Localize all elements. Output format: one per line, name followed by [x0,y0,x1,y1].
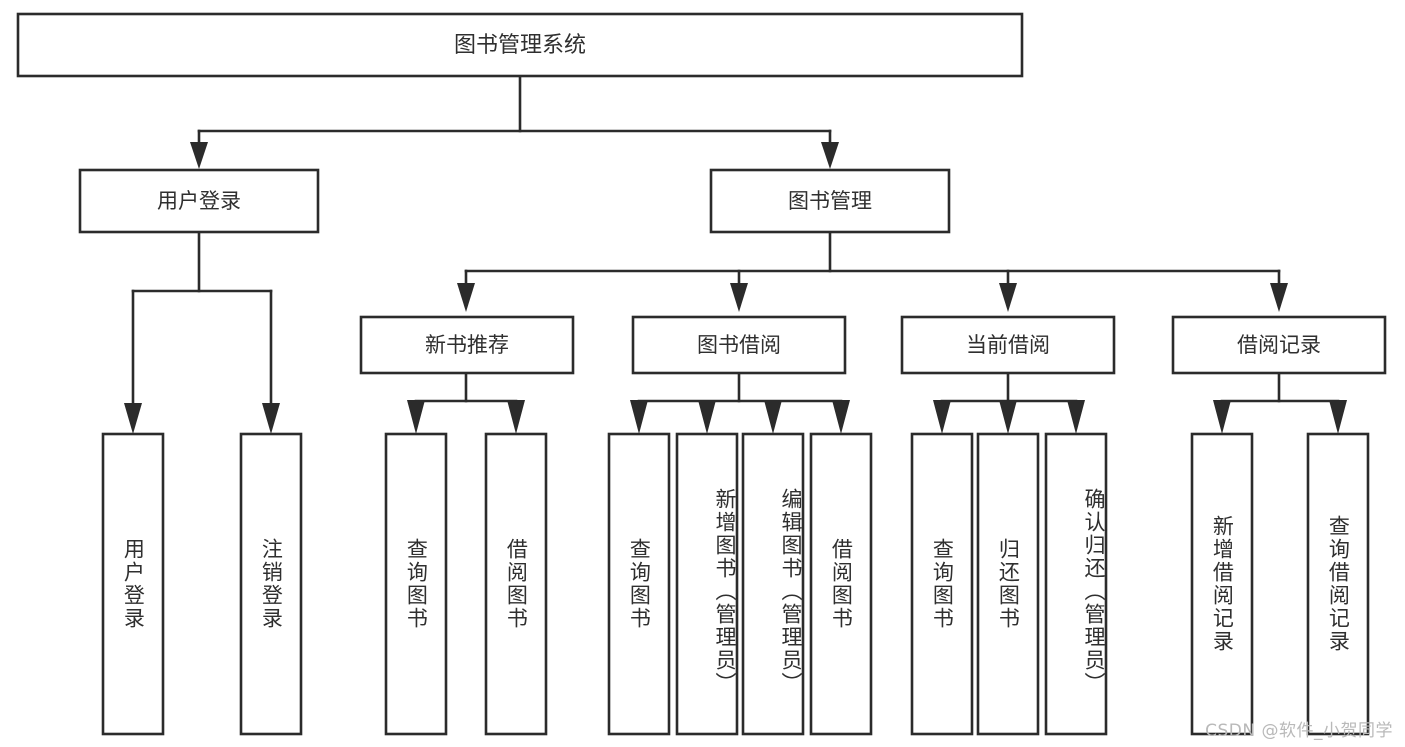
leaf-label-cb-3: 确认归还（管理员） [1082,487,1106,695]
node-borrow-record[interactable]: 借阅记录 [1171,315,1387,375]
node-current-borrow-label: 当前借阅 [966,333,1050,357]
node-new-book-recommend[interactable]: 新书推荐 [359,315,575,375]
leaf-box-bb-4[interactable] [809,432,873,736]
node-new-book-recommend-box[interactable] [359,315,575,375]
connector-group-borrow-record [1213,371,1347,434]
node-book-borrow-box[interactable] [631,315,847,375]
arrowhead-borrow-record [1270,283,1288,312]
arrowhead-leaf-user-login-2 [262,403,280,434]
leaf-label-user-login-2: 注销登录 [259,538,284,630]
arrowhead-leaf-bb-4 [832,400,850,434]
arrowhead-book-borrow [730,283,748,312]
leaf-label-bb-2: 新增图书（管理员） [713,487,737,695]
arrowhead-book-mgmt [821,142,839,169]
node-book-management-label: 图书管理 [788,189,872,213]
node-new-book-recommend-label: 新书推荐 [425,333,509,357]
leaf-boxes-borrow-record [1190,432,1370,736]
leaf-box-cb-1[interactable] [910,432,974,736]
arrowhead-leaf-br-1 [1213,400,1231,434]
leaf-box-br-2[interactable] [1306,432,1370,736]
leaf-label-br-2: 查询借阅记录 [1326,515,1351,653]
leaf-box-bb-3[interactable] [741,432,805,736]
node-borrow-record-box[interactable] [1171,315,1387,375]
node-book-borrow[interactable]: 图书借阅 [631,315,847,375]
arrowhead-leaf-br-2 [1329,400,1347,434]
arrowhead-leaf-cb-2 [999,400,1017,434]
arrowhead-leaf-nbr-1 [407,400,425,434]
leaf-box-br-1[interactable] [1190,432,1254,736]
arrowhead-current-borrow [999,283,1017,312]
arrowhead-user-login [190,142,208,169]
node-root-box[interactable] [16,12,1024,78]
watermark-text: CSDN @软件_小贺同学 [1205,721,1393,741]
node-root[interactable]: 图书管理系统 [16,12,1024,78]
leaf-label-cb-1: 查询图书 [930,538,955,630]
connector-group-user-login [124,231,280,434]
leaf-label-cb-2: 归还图书 [996,538,1021,630]
arrowhead-leaf-cb-3 [1067,400,1085,434]
connector-group-book-mgmt [457,231,1288,312]
leaf-box-nbr-2[interactable] [484,432,548,736]
arrowhead-leaf-cb-1 [933,400,951,434]
leaf-box-cb-3[interactable] [1044,432,1108,736]
leaf-label-nbr-2: 借阅图书 [504,538,529,630]
node-book-management-box[interactable] [709,168,951,234]
leaf-box-bb-1[interactable] [607,432,671,736]
node-book-management[interactable]: 图书管理 [709,168,951,234]
arrowhead-new-book-recommend [457,283,475,312]
node-user-login-label: 用户登录 [157,189,241,213]
leaf-label-bb-1: 查询图书 [627,538,652,630]
leaf-label-user-login-1: 用户登录 [121,538,146,630]
leaf-box-user-login-2[interactable] [239,432,303,736]
leaf-label-bb-3: 编辑图书（管理员） [779,487,803,695]
node-book-borrow-label: 图书借阅 [697,333,781,357]
leaf-label-bb-4: 借阅图书 [829,538,854,630]
arrowhead-leaf-bb-1 [630,400,648,434]
leaf-box-bb-2[interactable] [675,432,739,736]
connector-group-book-borrow [630,371,850,434]
leaf-label-nbr-1: 查询图书 [404,538,429,630]
leaf-boxes-book-borrow [607,432,873,736]
node-current-borrow-box[interactable] [900,315,1116,375]
leaf-box-cb-2[interactable] [976,432,1040,736]
connector-group-root [190,75,839,169]
leaf-boxes-current-borrow [910,432,1108,736]
arrowhead-leaf-bb-3 [764,400,782,434]
arrowhead-leaf-user-login-1 [124,403,142,434]
node-user-login-box[interactable] [78,168,320,234]
leaf-boxes-new-book-recommend [384,432,548,736]
node-root-label: 图书管理系统 [454,33,586,58]
leaf-boxes-user-login [101,432,303,736]
node-user-login[interactable]: 用户登录 [78,168,320,234]
leaf-box-user-login-1[interactable] [101,432,165,736]
node-current-borrow[interactable]: 当前借阅 [900,315,1116,375]
node-borrow-record-label: 借阅记录 [1237,333,1321,357]
connector-group-new-book-recommend [407,371,525,434]
arrowhead-leaf-nbr-2 [507,400,525,434]
leaf-box-nbr-1[interactable] [384,432,448,736]
leaf-label-br-1: 新增借阅记录 [1210,515,1235,653]
connector-group-current-borrow [933,371,1085,434]
arrowhead-leaf-bb-2 [698,400,716,434]
